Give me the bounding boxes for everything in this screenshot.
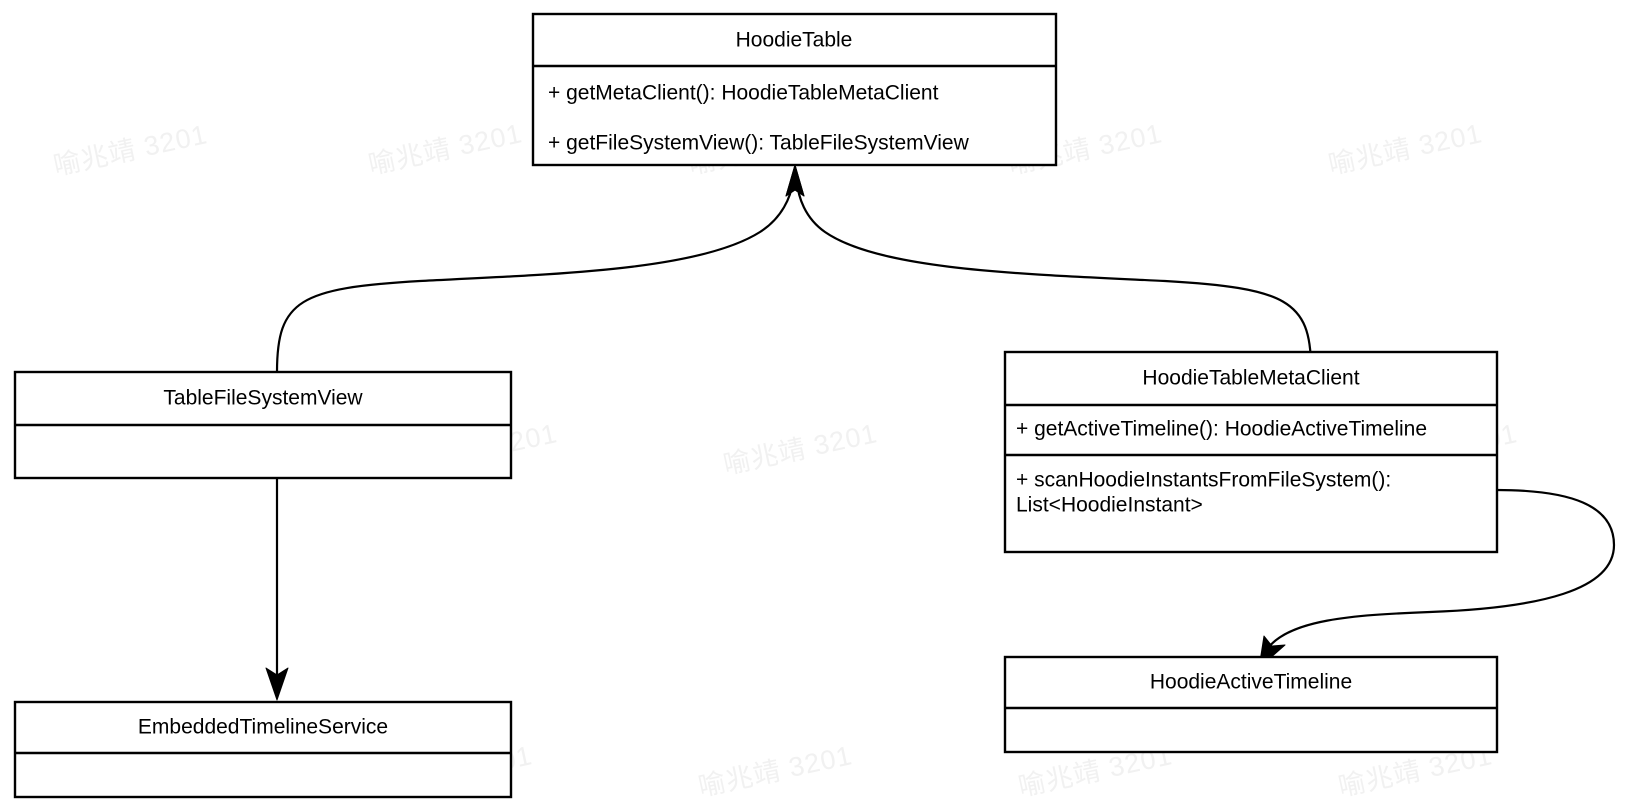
class-member: + getActiveTimeline(): HoodieActiveTimel… xyxy=(1016,418,1427,441)
edge-tablefilesystemview-to-embeddedtimelineservice[interactable] xyxy=(265,476,289,701)
class-box-hoodie-table-meta-client[interactable]: HoodieTableMetaClient + getActiveTimelin… xyxy=(1003,350,1499,554)
edge-line xyxy=(275,179,795,374)
watermark-text: 喻兆靖 3201 xyxy=(696,740,855,802)
class-frame xyxy=(531,12,1058,167)
classes-layer: HoodieTable + getMetaClient(): HoodieTab… xyxy=(13,12,1499,799)
class-frame xyxy=(13,700,513,799)
edge-line xyxy=(795,179,1313,370)
relations-layer xyxy=(265,164,1616,701)
edge-hoodietablemetaclient-to-hoodietable[interactable] xyxy=(785,164,1313,370)
class-member: + getFileSystemView(): TableFileSystemVi… xyxy=(548,132,970,155)
class-box-table-file-system-view[interactable]: TableFileSystemView xyxy=(13,370,513,480)
class-frame xyxy=(1003,350,1499,554)
watermark-text: 喻兆靖 3201 xyxy=(1326,118,1485,180)
class-box-hoodie-active-timeline[interactable]: HoodieActiveTimeline xyxy=(1003,655,1499,754)
class-title: EmbeddedTimelineService xyxy=(138,716,388,739)
watermark-text: 喻兆靖 3201 xyxy=(51,119,210,181)
class-box-embedded-timeline-service[interactable]: EmbeddedTimelineService xyxy=(13,700,513,799)
class-title: HoodieTableMetaClient xyxy=(1142,367,1359,390)
class-member: List<HoodieInstant> xyxy=(1016,494,1203,517)
arrowhead-icon xyxy=(785,164,805,197)
edge-tablefilesystemview-to-hoodietable[interactable] xyxy=(275,164,805,374)
class-member: + scanHoodieInstantsFromFileSystem(): xyxy=(1016,469,1391,492)
class-member: + getMetaClient(): HoodieTableMetaClient xyxy=(548,82,939,105)
class-frame xyxy=(1003,655,1499,754)
edge-line xyxy=(1266,488,1616,650)
class-box-hoodie-table[interactable]: HoodieTable + getMetaClient(): HoodieTab… xyxy=(531,12,1058,167)
arrowhead-icon xyxy=(265,667,289,701)
watermark-text: 喻兆靖 3201 xyxy=(366,118,525,180)
watermark-text: 喻兆靖 3201 xyxy=(721,418,880,480)
class-title: HoodieTable xyxy=(736,29,853,52)
class-title: TableFileSystemView xyxy=(163,387,363,410)
class-title: HoodieActiveTimeline xyxy=(1150,671,1352,694)
